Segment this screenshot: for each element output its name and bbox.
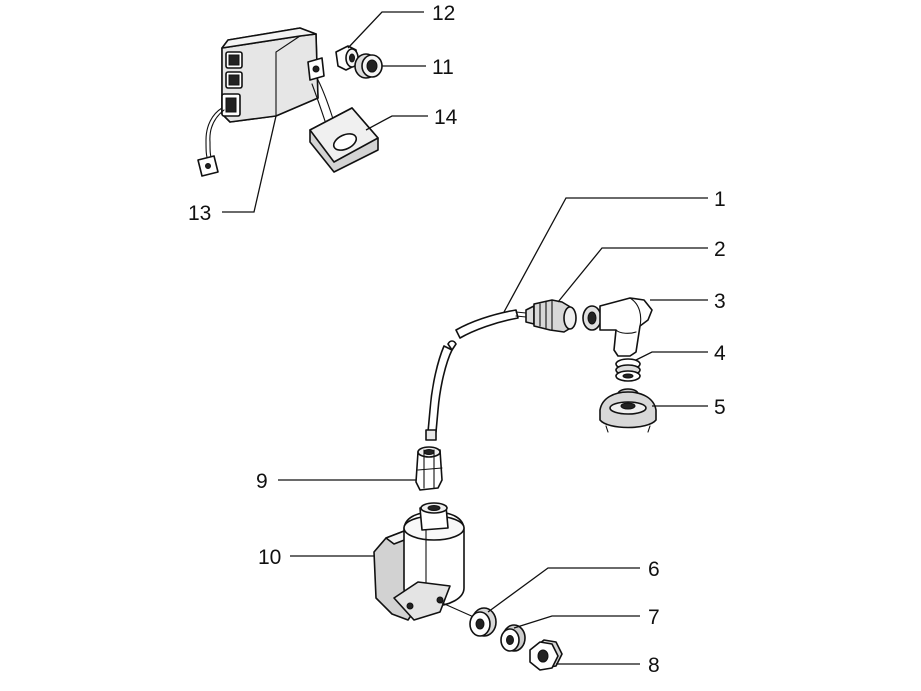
cdi-control-unit: [197, 27, 335, 177]
callout-labels: 12 11 14 13 1 2 3 4 5 9 10 6 7 8: [188, 2, 726, 677]
suppressor-cap: [525, 299, 577, 333]
hex-nut: [529, 639, 563, 671]
rubber-boot: [599, 388, 657, 433]
spring-washer: [615, 358, 641, 382]
leader-lines: [222, 11, 708, 665]
callout-7: 7: [648, 606, 660, 629]
callout-11: 11: [432, 56, 454, 79]
callout-9: 9: [256, 470, 268, 493]
ignition-coil: [373, 502, 465, 621]
callout-12: 12: [432, 2, 455, 25]
callout-4: 4: [714, 342, 726, 365]
lead-connector: [415, 446, 443, 491]
callout-10: 10: [258, 546, 281, 569]
coil-stud-washer: [439, 601, 497, 637]
callout-3: 3: [714, 290, 726, 313]
callout-13: 13: [188, 202, 211, 225]
high-tension-lead: [425, 309, 527, 441]
callout-5: 5: [714, 396, 726, 419]
mounting-pad: [309, 107, 379, 173]
callout-6: 6: [648, 558, 660, 581]
rubber-grommet: [354, 53, 383, 79]
callout-8: 8: [648, 654, 660, 677]
callout-1: 1: [714, 188, 726, 211]
callout-2: 2: [714, 238, 726, 261]
callout-14: 14: [434, 106, 458, 129]
spark-plug-cap: [582, 297, 653, 357]
spring-washer-lower: [500, 624, 526, 652]
